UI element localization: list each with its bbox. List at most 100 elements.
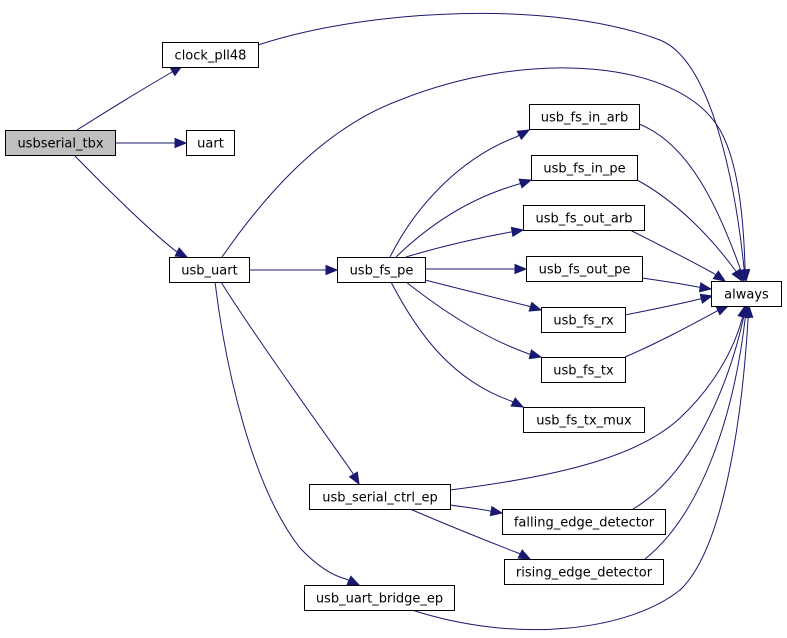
edge-line bbox=[257, 12, 747, 282]
node-label: uart bbox=[197, 137, 224, 152]
arrowhead-icon bbox=[516, 129, 531, 141]
edge-usb_fs_pe-to-usb_fs_in_pe bbox=[395, 178, 533, 258]
arrowhead-icon bbox=[712, 270, 727, 282]
arrowhead-icon bbox=[698, 282, 713, 293]
edge-usbserial_tbx-to-clock_pll48 bbox=[76, 65, 184, 131]
edge-line bbox=[629, 229, 726, 282]
node-box bbox=[304, 585, 455, 611]
edge-line bbox=[644, 305, 748, 560]
edge-usb_fs_out_pe-to-always bbox=[641, 277, 713, 293]
node-clock-pll48[interactable]: clock_pll48 bbox=[162, 42, 259, 68]
node-label: falling_edge_detector bbox=[514, 516, 655, 531]
edge-usb_fs_pe-to-usb_fs_out_pe bbox=[425, 263, 528, 275]
arrowhead-icon bbox=[699, 293, 714, 304]
arrowhead-icon bbox=[528, 301, 543, 312]
node-label: always bbox=[724, 288, 769, 303]
node-label: usb_fs_tx_mux bbox=[536, 414, 632, 429]
arrowhead-icon bbox=[715, 305, 730, 316]
node-usb-fs-tx[interactable]: usb_fs_tx bbox=[541, 357, 626, 383]
node-usb-fs-tx-mux[interactable]: usb_fs_tx_mux bbox=[523, 407, 645, 433]
node-usbserial-tbx[interactable]: usbserial_tbx bbox=[5, 130, 116, 156]
node-box bbox=[186, 130, 235, 156]
edge-usb_fs_rx-to-always bbox=[624, 293, 714, 316]
edge-line bbox=[395, 179, 532, 258]
node-usb-fs-in-arb[interactable]: usb_fs_in_arb bbox=[529, 104, 640, 130]
edge-line bbox=[389, 129, 530, 258]
node-falling-edge-detector[interactable]: falling_edge_detector bbox=[502, 509, 666, 535]
node-usb-fs-pe[interactable]: usb_fs_pe bbox=[337, 257, 426, 283]
edge-usbserial_tbx-to-usb_uart bbox=[73, 154, 189, 258]
edge-usb_uart_bridge_ep-to-always bbox=[411, 304, 754, 631]
edge-line bbox=[73, 154, 188, 258]
node-box bbox=[309, 484, 451, 510]
arrowhead-icon bbox=[742, 304, 754, 318]
node-box bbox=[502, 509, 666, 535]
edge-line bbox=[624, 295, 713, 316]
node-label: usb_uart_bridge_ep bbox=[316, 592, 443, 607]
node-box bbox=[541, 357, 626, 383]
edge-clock_pll48-to-always bbox=[257, 12, 750, 283]
node-label: usbserial_tbx bbox=[17, 137, 103, 152]
edge-usb_serial_ctrl_ep-to-rising_edge_detector bbox=[409, 508, 532, 560]
edge-usb_fs_out_arb-to-always bbox=[629, 229, 727, 282]
node-usb-fs-out-pe[interactable]: usb_fs_out_pe bbox=[526, 256, 643, 282]
edge-line bbox=[409, 508, 531, 560]
edges-layer bbox=[73, 12, 754, 631]
node-label: usb_fs_rx bbox=[553, 314, 614, 329]
arrowhead-icon bbox=[528, 349, 543, 360]
node-box bbox=[337, 257, 426, 283]
edge-usb_fs_pe-to-usb_fs_rx bbox=[424, 279, 543, 312]
edge-line bbox=[405, 229, 524, 258]
edge-line bbox=[221, 67, 747, 282]
edge-usb_uart-to-usb_fs_pe bbox=[249, 264, 339, 276]
node-usb-uart[interactable]: usb_uart bbox=[169, 257, 250, 283]
edge-line bbox=[632, 305, 747, 510]
edge-usb_serial_ctrl_ep-to-always bbox=[449, 304, 748, 491]
node-uart[interactable]: uart bbox=[186, 130, 235, 156]
node-rising-edge-detector[interactable]: rising_edge_detector bbox=[504, 559, 664, 585]
arrowhead-icon bbox=[174, 247, 189, 258]
arrowhead-icon bbox=[731, 268, 743, 283]
node-box bbox=[531, 155, 638, 181]
edge-usb_fs_in_arb-to-always bbox=[638, 123, 746, 283]
arrowhead-icon bbox=[325, 264, 339, 276]
edge-usb_fs_pe-to-usb_fs_tx_mux bbox=[390, 281, 525, 408]
arrowhead-icon bbox=[517, 549, 532, 560]
node-label: usb_fs_out_pe bbox=[539, 263, 631, 278]
node-box bbox=[526, 256, 643, 282]
node-usb-fs-in-pe[interactable]: usb_fs_in_pe bbox=[531, 155, 638, 181]
node-usb-fs-rx[interactable]: usb_fs_rx bbox=[541, 307, 626, 333]
edge-usb_fs_tx-to-always bbox=[624, 305, 730, 358]
node-box bbox=[169, 257, 250, 283]
node-box bbox=[523, 205, 645, 231]
node-box bbox=[529, 104, 640, 130]
edge-usb_fs_pe-to-usb_fs_out_arb bbox=[405, 226, 525, 258]
arrowhead-icon bbox=[514, 263, 528, 275]
edge-line bbox=[76, 65, 183, 131]
node-always[interactable]: always bbox=[711, 281, 782, 307]
edge-line bbox=[214, 281, 360, 586]
edge-usb_uart-to-usb_uart_bridge_ep bbox=[214, 281, 361, 586]
edge-line bbox=[449, 504, 503, 514]
node-label: usb_fs_in_pe bbox=[543, 162, 625, 177]
node-box bbox=[5, 130, 116, 156]
edge-line bbox=[641, 277, 712, 290]
node-usb-uart-bridge-ep[interactable]: usb_uart_bridge_ep bbox=[304, 585, 455, 611]
edge-usbserial_tbx-to-uart bbox=[115, 137, 188, 149]
edge-usb_fs_in_pe-to-always bbox=[636, 179, 743, 283]
edge-line bbox=[636, 179, 743, 282]
arrowhead-icon bbox=[346, 575, 361, 586]
node-usb-fs-out-arb[interactable]: usb_fs_out_arb bbox=[523, 205, 645, 231]
edge-line bbox=[220, 281, 360, 485]
edge-line bbox=[390, 281, 524, 408]
node-box bbox=[541, 307, 626, 333]
node-box bbox=[711, 281, 782, 307]
edge-line bbox=[624, 305, 729, 358]
edge-usb_serial_ctrl_ep-to-falling_edge_detector bbox=[449, 504, 504, 517]
node-label: usb_serial_ctrl_ep bbox=[322, 491, 438, 506]
node-usb-serial-ctrl-ep[interactable]: usb_serial_ctrl_ep bbox=[309, 484, 451, 510]
arrowhead-icon bbox=[510, 226, 525, 238]
